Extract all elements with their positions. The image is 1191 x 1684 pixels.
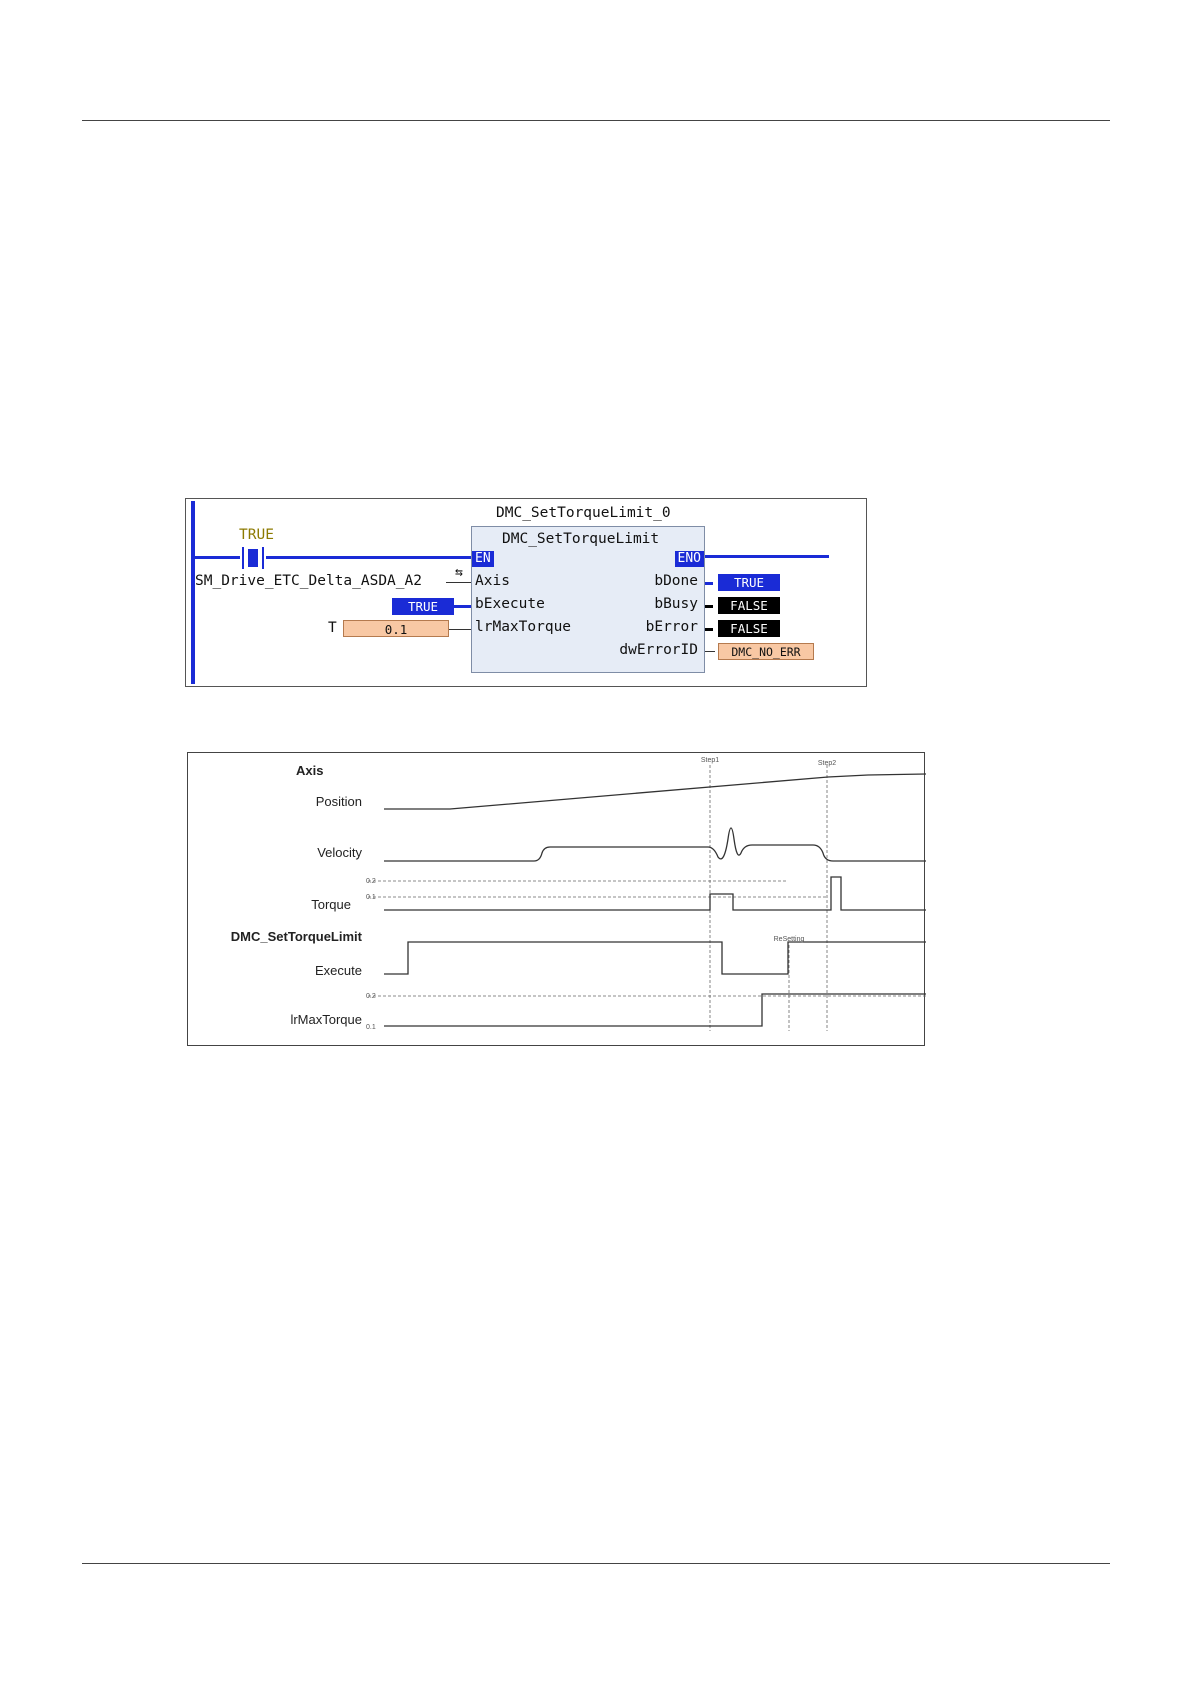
contact-true[interactable] — [240, 547, 266, 569]
rung-wire-eno — [705, 555, 829, 558]
header-rule — [82, 120, 1110, 121]
label-torque: Torque — [311, 897, 351, 912]
velocity-trace — [384, 828, 926, 861]
lrmaxtorque-prefix: T — [328, 620, 337, 636]
pin-bdone: bDone — [654, 573, 698, 589]
dwerrorid-wire — [705, 651, 715, 652]
berror-value: FALSE — [718, 620, 780, 637]
axis-variable: SM_Drive_ETC_Delta_ASDA_A2 — [195, 573, 422, 589]
timing-diagram: Axis Position Velocity Torque DMC_SetTor… — [187, 752, 925, 1046]
label-position: Position — [316, 794, 362, 809]
execute-trace — [384, 942, 926, 974]
rung-wire-left — [195, 556, 240, 559]
label-axis-section: Axis — [296, 763, 323, 778]
axis-wire — [446, 582, 471, 583]
torque-trace — [384, 877, 926, 910]
bbusy-value: FALSE — [718, 597, 780, 614]
label-lrmaxtorque: lrMaxTorque — [290, 1012, 362, 1027]
rung-wire-to-en — [266, 556, 471, 559]
fb-type-name: DMC_SetTorqueLimit — [502, 531, 659, 547]
pin-lrmaxtorque: lrMaxTorque — [475, 619, 571, 635]
pin-bexecute: bExecute — [475, 596, 545, 612]
berror-wire — [705, 628, 713, 631]
bdone-value: TRUE — [718, 574, 780, 591]
label-velocity: Velocity — [317, 845, 362, 860]
resetting-label: ReSetting — [774, 936, 805, 943]
pin-bbusy: bBusy — [654, 596, 698, 612]
function-block[interactable]: DMC_SetTorqueLimit EN ENO Axis bExecute … — [471, 526, 705, 673]
axis-inout-arrow: ⇆ — [455, 565, 463, 580]
position-trace — [384, 774, 926, 809]
label-execute: Execute — [315, 963, 362, 978]
ladder-diagram: TRUE DMC_SetTorqueLimit_0 DMC_SetTorqueL… — [185, 498, 867, 687]
pin-berror: bError — [646, 619, 698, 635]
fb-instance-name: DMC_SetTorqueLimit_0 — [496, 505, 671, 521]
power-rail — [191, 501, 195, 684]
bexecute-wire — [454, 605, 471, 608]
pin-axis: Axis — [475, 573, 510, 589]
step1-label: Step1 — [701, 757, 719, 764]
lrmaxtorque-wire — [449, 629, 471, 630]
contact-label: TRUE — [239, 527, 274, 543]
torque-level-01: 0.1 — [366, 894, 376, 901]
lrmax-level-01: 0.1 — [366, 1024, 376, 1031]
footer-rule — [82, 1563, 1110, 1564]
bbusy-wire — [705, 605, 713, 608]
torque-level-02: 0.2 — [366, 878, 376, 885]
bexecute-value[interactable]: TRUE — [392, 598, 454, 615]
pin-eno: ENO — [675, 551, 704, 567]
pin-dwerrorid: dwErrorID — [619, 642, 698, 658]
lrmax-level-02: 0.2 — [366, 993, 376, 1000]
lrmaxtorque-trace — [384, 994, 926, 1026]
timing-svg: Axis Position Velocity Torque DMC_SetTor… — [188, 753, 926, 1047]
dwerrorid-value: DMC_NO_ERR — [718, 643, 814, 660]
label-fb-section: DMC_SetTorqueLimit — [231, 929, 363, 944]
lrmaxtorque-value[interactable]: 0.1 — [343, 620, 449, 637]
step2-label: Step2 — [818, 760, 836, 767]
bdone-wire — [705, 582, 713, 585]
pin-en: EN — [472, 551, 494, 567]
